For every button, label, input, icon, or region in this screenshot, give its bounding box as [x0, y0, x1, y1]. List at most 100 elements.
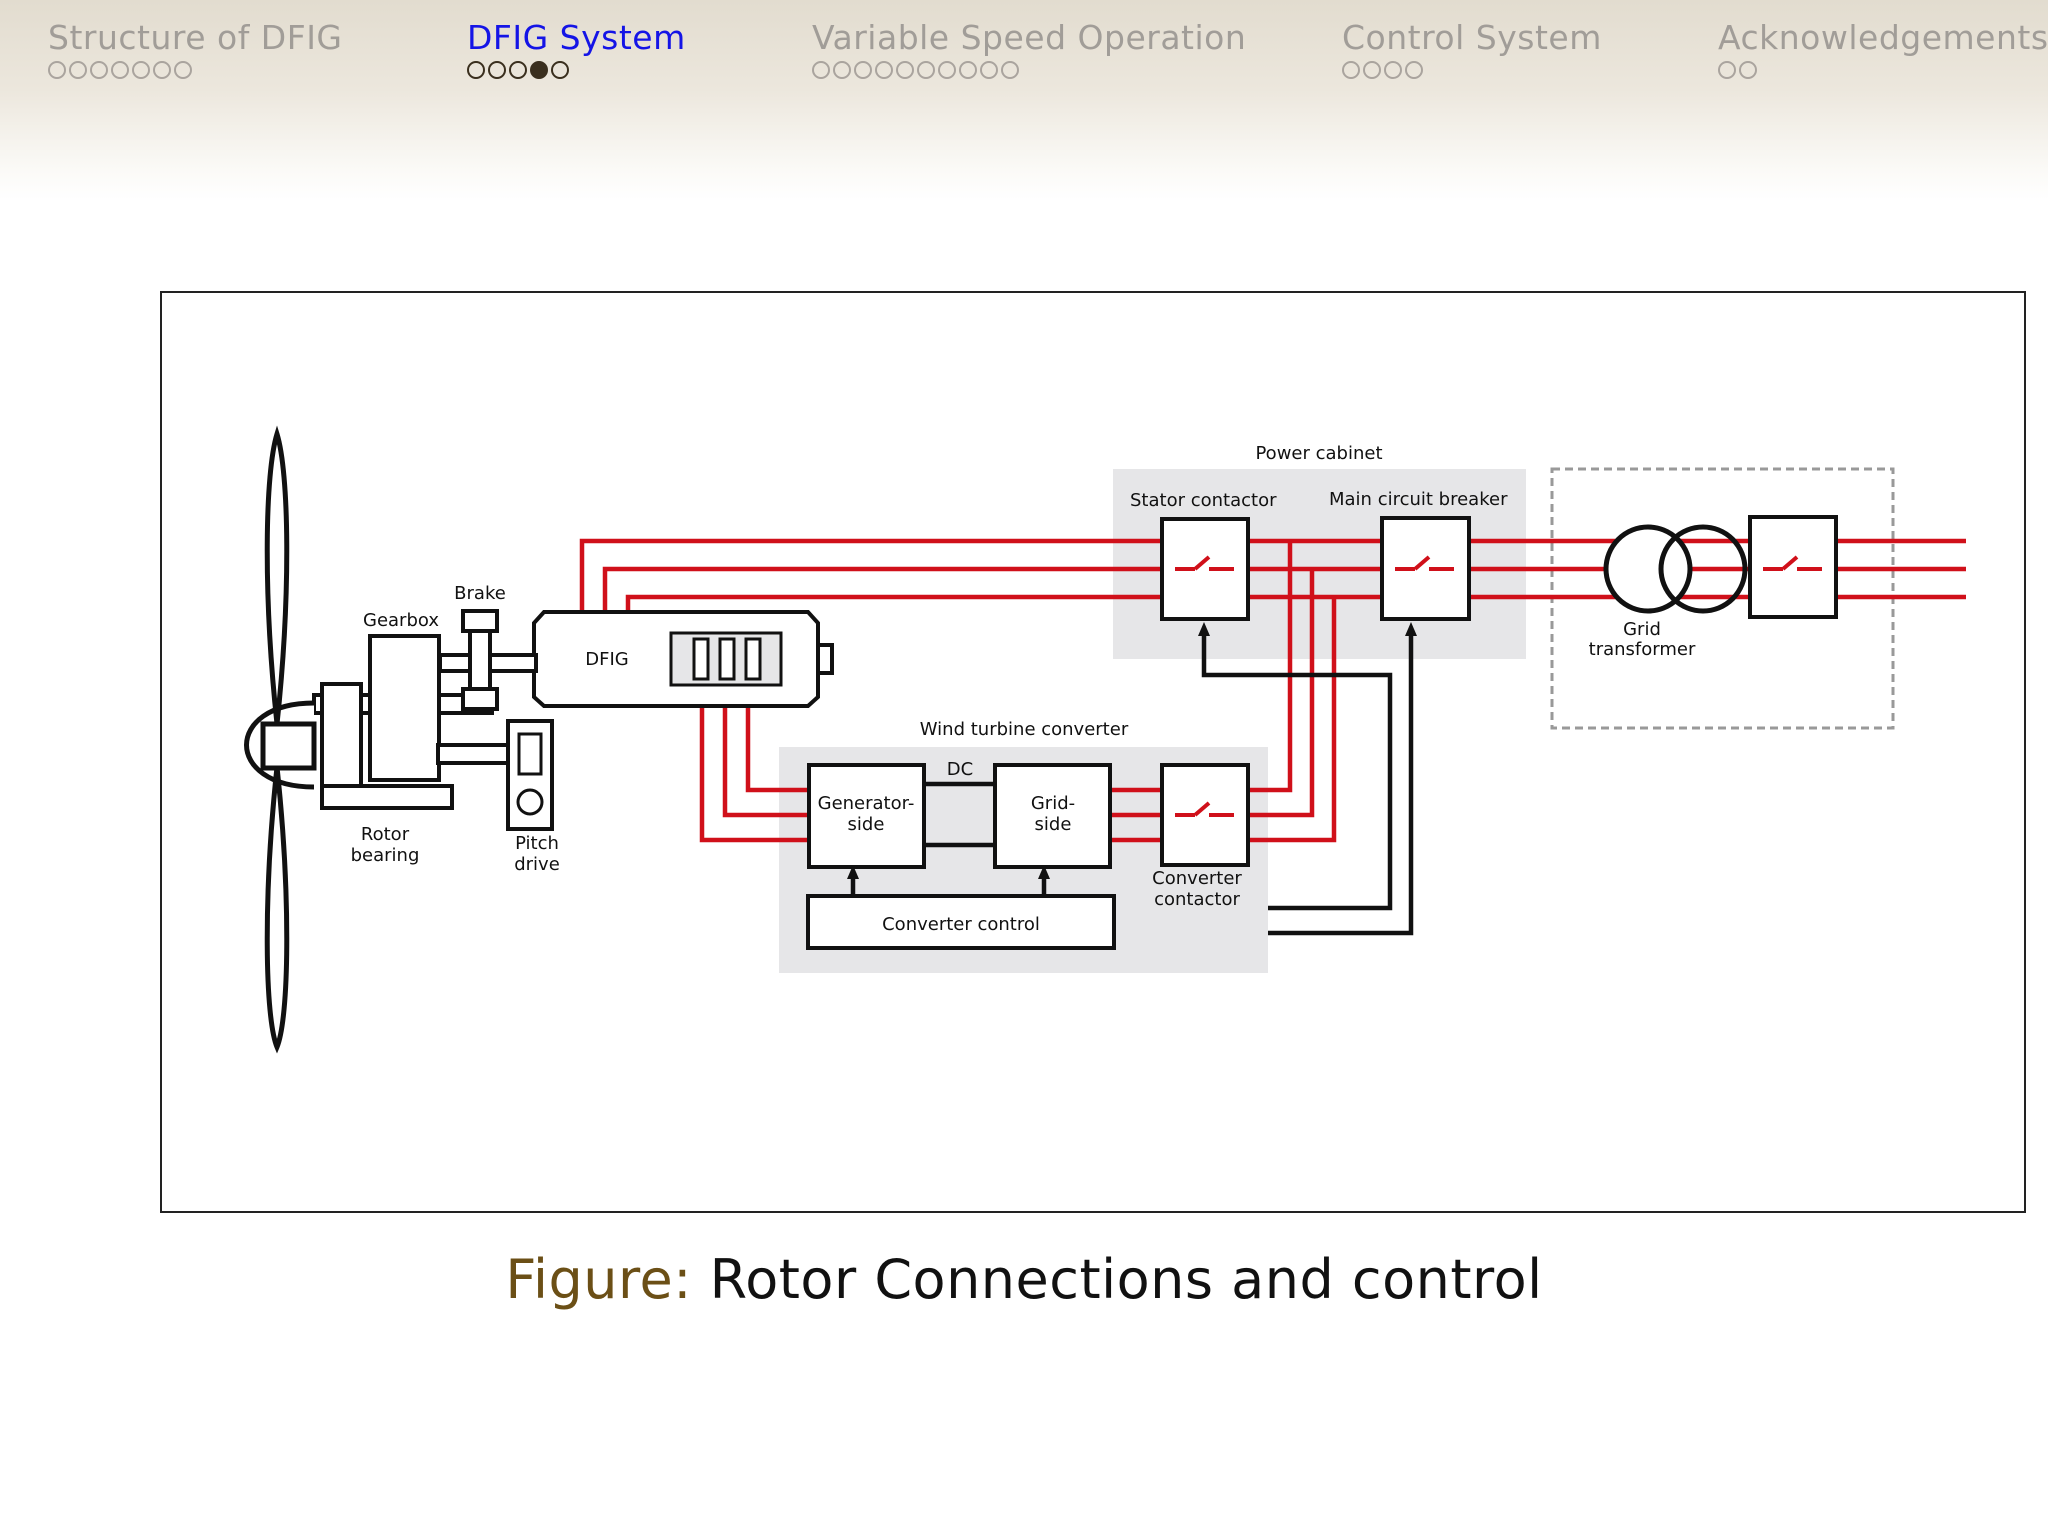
nav-progress-dot[interactable]: [917, 61, 935, 79]
stator-contactor-box: [1160, 517, 1250, 621]
turbine-blade-upper: [264, 425, 290, 725]
nav-progress-dot[interactable]: [812, 61, 830, 79]
nav-section-acknowledgements[interactable]: Acknowledgements: [1718, 18, 2048, 79]
dfig-slip-ring: [718, 637, 736, 681]
figure-caption: Figure: Rotor Connections and control: [0, 1248, 2048, 1311]
nav-section-variable-speed[interactable]: Variable Speed Operation: [812, 18, 1246, 79]
nav-section-label: Structure of DFIG: [48, 18, 343, 57]
pitch-drive-window: [517, 732, 543, 776]
nav-progress-dot[interactable]: [833, 61, 851, 79]
converter-contactor-label: contactor: [1154, 889, 1240, 910]
arrowhead: [1405, 622, 1417, 636]
wind-turbine-converter-label: Wind turbine converter: [920, 719, 1129, 740]
stator-phase-line: [579, 538, 1966, 623]
nav-progress-dot[interactable]: [875, 61, 893, 79]
wind-turbine-rotor: [244, 425, 317, 1054]
pitch-drive-label: drive: [514, 854, 560, 875]
power-lines: [579, 538, 1966, 843]
rotor-bearing-label: bearing: [351, 845, 420, 866]
stator-contactor-body: [1160, 517, 1250, 621]
turbine-blade-lower: [264, 766, 290, 1054]
nav-progress-dot[interactable]: [1405, 61, 1423, 79]
arrowheads: [847, 622, 1417, 879]
converter-control-box: [806, 894, 1116, 950]
grid-switch-body: [1748, 515, 1838, 619]
rotor-bearing-base: [320, 784, 454, 810]
dfig-rotor-connections-diagram: Power cabinet Stator contactor Main circ…: [244, 425, 1966, 1054]
nav-progress-dots: [1342, 61, 1602, 79]
brake-label: Brake: [454, 583, 506, 604]
nav-progress-dot[interactable]: [1001, 61, 1019, 79]
nav-progress-dot[interactable]: [509, 61, 527, 79]
rotor-phase-line: [699, 706, 809, 843]
nav-progress-dot[interactable]: [896, 61, 914, 79]
main-circuit-breaker-box: [1380, 516, 1471, 621]
nav-progress-dot[interactable]: [1363, 61, 1381, 79]
dfig-label: DFIG: [585, 649, 628, 670]
transformer-primary-coil: [1603, 524, 1693, 614]
nav-progress-dot[interactable]: [153, 61, 171, 79]
dfig-slip-ring: [744, 637, 762, 681]
nav-progress-dot[interactable]: [48, 61, 66, 79]
nav-progress-dot[interactable]: [90, 61, 108, 79]
dfig-generator: [532, 610, 834, 708]
nav-progress-dot[interactable]: [174, 61, 192, 79]
nav-progress-dot[interactable]: [69, 61, 87, 79]
grid-transformer-label: transformer: [1589, 639, 1696, 660]
nav-progress-dot[interactable]: [111, 61, 129, 79]
converter-contactor-label: Converter: [1152, 868, 1242, 889]
arrowhead: [1198, 622, 1210, 636]
nav-progress-dot[interactable]: [530, 61, 548, 79]
converter-contactor-body: [1160, 763, 1250, 867]
stator-contactor-label: Stator contactor: [1130, 490, 1277, 511]
nav-section-label: Acknowledgements: [1718, 18, 2048, 57]
generator-side-converter: [807, 763, 926, 869]
pitch-drive-label: Pitch: [515, 833, 559, 854]
nav-progress-dot[interactable]: [959, 61, 977, 79]
nav-section-dfig-system[interactable]: DFIG System: [467, 18, 686, 79]
figure-caption-prefix: Figure:: [505, 1248, 692, 1311]
control-lines: [850, 631, 1414, 936]
main-circuit-breaker-switch-symbol: [1395, 555, 1454, 571]
generator-side-label: Generator-: [818, 793, 915, 814]
grid-transformer-symbol: [1603, 524, 1748, 614]
nav-progress-dots: [48, 61, 343, 79]
pitch-drive-wheel: [516, 788, 544, 816]
navigation-header: Structure of DFIG DFIG System Variable S…: [0, 0, 2048, 200]
brake-caliper: [461, 687, 499, 711]
nav-progress-dot[interactable]: [551, 61, 569, 79]
nav-progress-dot[interactable]: [467, 61, 485, 79]
converter-control-label: Converter control: [882, 914, 1040, 935]
converter-feed-line: [1248, 569, 1315, 818]
stator-contactor-switch-symbol: [1175, 555, 1234, 571]
nav-progress-dot[interactable]: [938, 61, 956, 79]
grid-side-converter: [993, 763, 1112, 869]
diagram-labels: Power cabinet Stator contactor Main circ…: [351, 443, 1696, 935]
power-cabinet-label: Power cabinet: [1255, 443, 1382, 464]
generator-side-label: side: [848, 814, 885, 835]
nav-section-control-system[interactable]: Control System: [1342, 18, 1602, 79]
turbine-hub: [260, 721, 317, 771]
grid-side-label: side: [1035, 814, 1072, 835]
nav-section-label: DFIG System: [467, 18, 686, 57]
converter-contactor-switch-symbol: [1175, 801, 1234, 817]
nav-progress-dot[interactable]: [980, 61, 998, 79]
main-circuit-breaker-label: Main circuit breaker: [1329, 489, 1508, 510]
grid-switch-box: [1748, 515, 1838, 619]
nav-progress-dot[interactable]: [1718, 61, 1736, 79]
nav-progress-dot[interactable]: [854, 61, 872, 79]
nav-progress-dot[interactable]: [1342, 61, 1360, 79]
pitch-drive-shaft: [436, 743, 510, 765]
nav-progress-dot[interactable]: [488, 61, 506, 79]
nav-progress-dots: [467, 61, 686, 79]
converter-contactor-box: [1160, 763, 1250, 867]
arrowhead: [1038, 865, 1050, 879]
nav-progress-dot[interactable]: [1384, 61, 1402, 79]
nav-progress-dot[interactable]: [132, 61, 150, 79]
nav-section-label: Variable Speed Operation: [812, 18, 1247, 57]
nav-progress-dot[interactable]: [1739, 61, 1757, 79]
nav-section-structure[interactable]: Structure of DFIG: [48, 18, 343, 79]
figure-caption-text: Rotor Connections and control: [709, 1248, 1543, 1311]
drivetrain: [312, 609, 554, 831]
rotor-phase-line: [722, 706, 809, 818]
